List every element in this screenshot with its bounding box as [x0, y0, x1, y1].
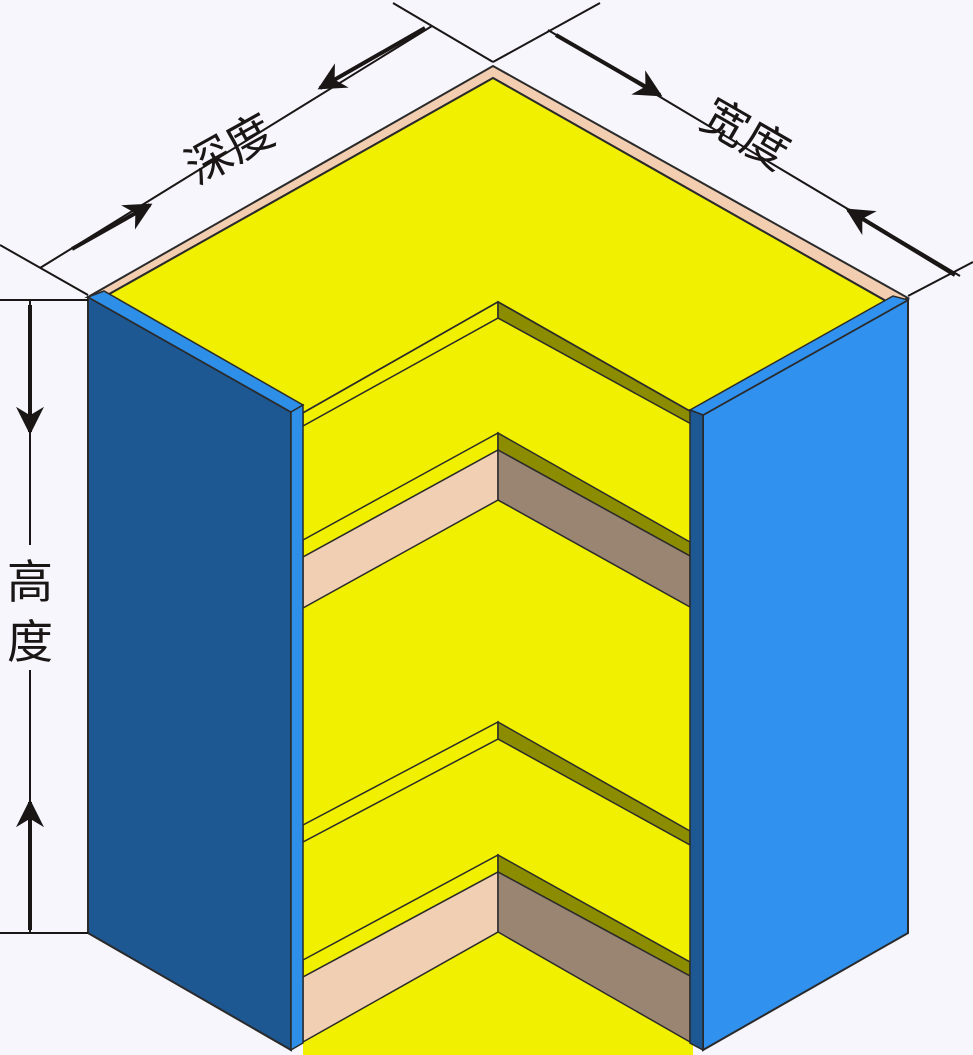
width-extension-line-back [492, 2, 601, 63]
height-label-top: 高 [7, 555, 53, 609]
width-arrow-top [555, 33, 663, 97]
shelf-upper [302, 300, 694, 610]
width-arrow-bottom [845, 208, 957, 277]
depth-arrow-down [317, 26, 426, 90]
right-panel-front-edge [689, 408, 704, 1052]
depth-dimension-line [39, 25, 433, 269]
depth-label: 深度 [176, 103, 283, 195]
right-panel-face [702, 298, 909, 1052]
height-label-background [2, 545, 58, 670]
right-side-panel [688, 295, 910, 1052]
width-extension-line-front [907, 261, 973, 297]
width-label: 宽度 [692, 88, 799, 181]
depth-extension-line-front [0, 244, 89, 296]
depth-extension-line-back [392, 2, 494, 63]
depth-arrow-up [71, 203, 153, 251]
height-dimension: 高 度 [0, 299, 88, 934]
left-panel-front-edge [290, 403, 304, 1052]
shelf-bottom [302, 853, 691, 1044]
left-panel-face [87, 295, 292, 1052]
left-side-panel [86, 290, 305, 1052]
height-label-bottom: 度 [7, 615, 53, 669]
